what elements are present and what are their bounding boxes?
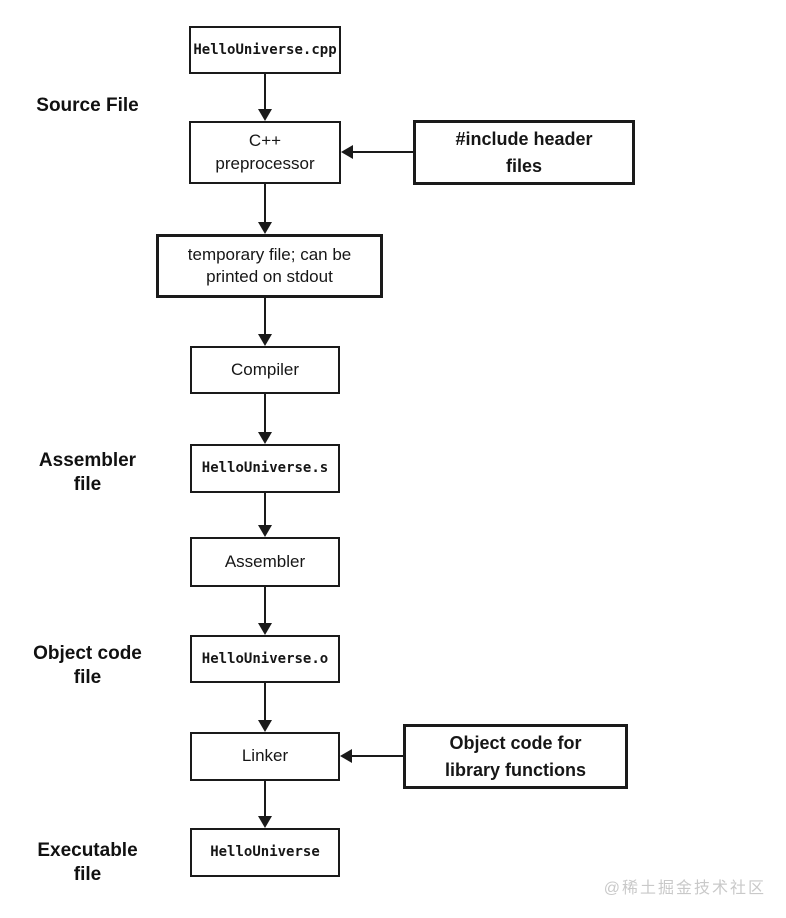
arrow-include-headers-to-preprocessor [341,145,413,159]
arrow-temp-to-compiler [258,298,272,346]
arrow-preprocessor-to-temp [258,184,272,234]
arrow-compiler-to-assembler-file [258,394,272,444]
node-compiler-box: Compiler [190,346,340,394]
node-library-objects-box: Object code for library functions [403,724,628,789]
node-object-file-box: HelloUniverse.o [190,635,340,683]
node-linker-box: Linker [190,732,340,781]
node-temp-file-box: temporary file; can be printed on stdout [156,234,383,298]
side-label-executable-file: Executable file [37,840,138,885]
node-assembler-box: Assembler [190,537,340,587]
side-label-object-code-file: Object code file [33,643,142,688]
arrow-linker-to-executable [258,781,272,828]
node-assembler-file-box: HelloUniverse.s [190,444,340,493]
node-executable-box: HelloUniverse [190,828,340,877]
node-include-headers-box: #include header files [413,120,635,185]
node-preprocessor-box: C++ preprocessor [189,121,341,184]
arrow-assembler-to-object-file [258,587,272,635]
arrow-source-to-preprocessor [258,74,272,121]
side-label-assembler-file: Assembler file [38,450,137,495]
node-source-file-box: HelloUniverse.cpp [189,26,341,74]
watermark: @稀土掘金技术社区 [603,880,766,897]
arrow-object-file-to-linker [258,683,272,732]
side-label-source-file: Source File [36,95,139,116]
arrow-assembler-file-to-assembler [258,493,272,537]
arrow-library-objects-to-linker [340,749,403,763]
